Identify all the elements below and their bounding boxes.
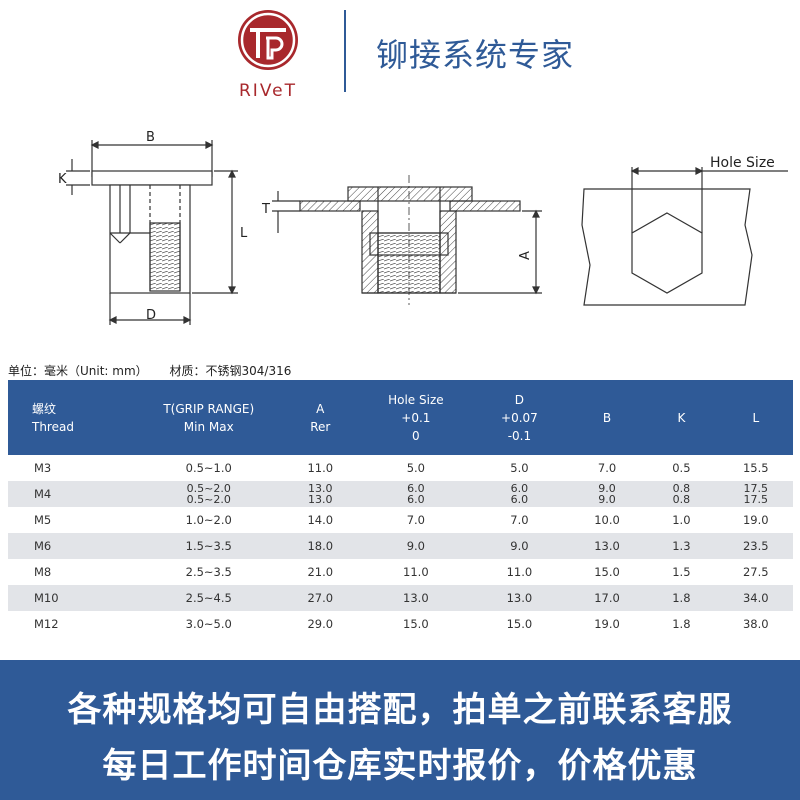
cell-b: 17.0	[569, 585, 645, 611]
cell-t: 2.5~3.5	[139, 559, 278, 585]
unit-label: 单位：毫米（Unit: mm）	[8, 364, 148, 378]
label-k: K	[58, 172, 67, 187]
table-row: M6 1.5~3.5 18.0 9.0 9.0 13.0 1.3 23.5	[8, 533, 793, 559]
cell-t: 0.5~1.0	[139, 455, 278, 481]
cell-l: 23.5	[718, 533, 793, 559]
label-a: A	[518, 251, 533, 260]
cell-a: 27.0	[277, 585, 363, 611]
promo-banner: 各种规格均可自由搭配，拍单之前联系客服 每日工作时间仓库实时报价，价格优惠	[0, 660, 800, 800]
cell-thread: M10	[8, 585, 140, 611]
cell-hole: 9.0	[362, 533, 469, 559]
tagline: 铆接系统专家	[376, 36, 575, 74]
cell-b: 10.0	[569, 507, 645, 533]
table-row: M12 3.0~5.0 29.0 15.0 15.0 19.0 1.8 38.0	[8, 611, 793, 637]
cell-thread: M5	[8, 507, 140, 533]
cell-l: 34.0	[718, 585, 793, 611]
header-divider	[344, 10, 346, 92]
cell-t: 3.0~5.0	[139, 611, 278, 637]
cell-hole: 13.0	[362, 585, 469, 611]
cell-d: 7.0	[468, 507, 570, 533]
label-d: D	[146, 308, 156, 323]
table-row: M8 2.5~3.5 21.0 11.0 11.0 15.0 1.5 27.5	[8, 559, 793, 585]
rivet-nut-side-view	[66, 140, 238, 325]
hole-size-view	[581, 167, 788, 306]
installed-section-view	[272, 175, 542, 305]
cell-a: 29.0	[277, 611, 363, 637]
unit-material-line: 单位：毫米（Unit: mm） 材质：不锈钢304/316	[8, 362, 309, 379]
logo-text: RIVeT	[239, 81, 297, 101]
cell-thread: M4	[8, 481, 140, 507]
cell-hole: 11.0	[362, 559, 469, 585]
cell-b: 7.0	[569, 455, 645, 481]
cell-a: 14.0	[277, 507, 363, 533]
cell-k: 1.8	[644, 611, 719, 637]
rivet-logo-icon	[238, 10, 298, 70]
technical-drawings: B K L D T A	[58, 130, 788, 325]
cell-k: 1.3	[644, 533, 719, 559]
cell-hole: 7.0	[362, 507, 469, 533]
cell-l: 38.0	[718, 611, 793, 637]
label-t: T	[261, 202, 270, 217]
cell-t: 1.0~2.0	[139, 507, 278, 533]
cell-hole: 5.0	[362, 455, 469, 481]
header-grip-range: T(GRIP RANGE)Min Max	[139, 380, 278, 455]
cell-l: 27.5	[718, 559, 793, 585]
cell-k: 0.5	[644, 455, 719, 481]
cell-b: 15.0	[569, 559, 645, 585]
header-k: K	[644, 380, 719, 455]
table-row: M5 1.0~2.0 14.0 7.0 7.0 10.0 1.0 19.0	[8, 507, 793, 533]
cell-t: 1.5~3.5	[139, 533, 278, 559]
cell-thread: M6	[8, 533, 140, 559]
cell-d: 9.0	[468, 533, 570, 559]
cell-k: 1.8	[644, 585, 719, 611]
cell-k: 1.5	[644, 559, 719, 585]
label-b: B	[146, 130, 155, 145]
cell-thread: M8	[8, 559, 140, 585]
material-label: 材质：不锈钢304/316	[169, 364, 292, 378]
brand-logo: RIVeT	[228, 8, 308, 103]
cell-a: 18.0	[277, 533, 363, 559]
header-l: L	[718, 380, 793, 455]
table-row: M10 2.5~4.5 27.0 13.0 13.0 17.0 1.8 34.0	[8, 585, 793, 611]
cell-hole: 15.0	[362, 611, 469, 637]
cell-b: 13.0	[569, 533, 645, 559]
cell-thread: M12	[8, 611, 140, 637]
header-d: D+0.07-0.1	[468, 380, 570, 455]
cell-d: 11.0	[468, 559, 570, 585]
table-row: M3 0.5~1.0 11.0 5.0 5.0 7.0 0.5 15.5	[8, 455, 793, 481]
cell-a: 21.0	[277, 559, 363, 585]
header: RIVeT 铆接系统专家	[0, 0, 800, 105]
header-b: B	[569, 380, 645, 455]
label-l: L	[240, 226, 248, 241]
cell-a: 11.0	[277, 455, 363, 481]
banner-line-2: 每日工作时间仓库实时报价，价格优惠	[102, 746, 698, 786]
cell-thread: M3	[8, 455, 140, 481]
cell-d: 13.0	[468, 585, 570, 611]
cell-k: 1.0	[644, 507, 719, 533]
cell-b: 19.0	[569, 611, 645, 637]
cell-d: 15.0	[468, 611, 570, 637]
label-hole-size: Hole Size	[710, 155, 775, 171]
banner-line-1: 各种规格均可自由搭配，拍单之前联系客服	[67, 690, 733, 730]
cell-l: 19.0	[718, 507, 793, 533]
cell-l: 15.5	[718, 455, 793, 481]
cell-d: 5.0	[468, 455, 570, 481]
cell-t: 2.5~4.5	[139, 585, 278, 611]
